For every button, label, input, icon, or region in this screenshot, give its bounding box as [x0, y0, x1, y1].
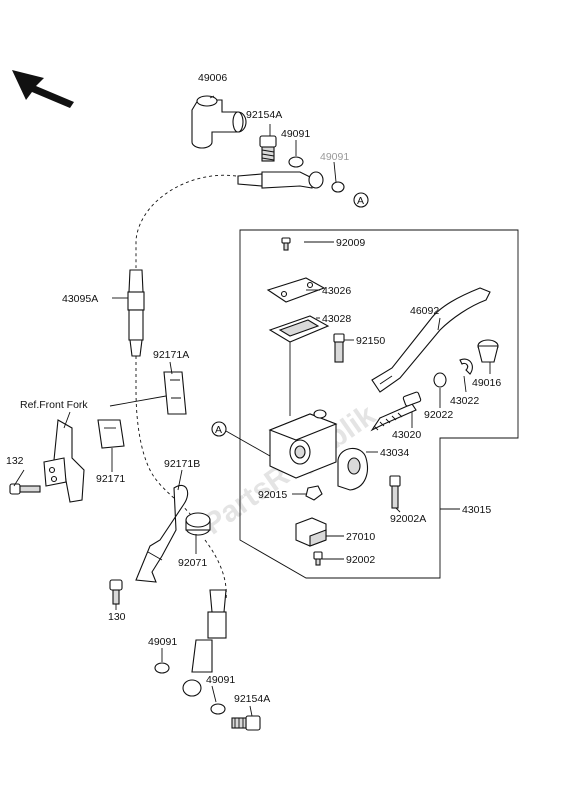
part-92002-screw — [313, 551, 323, 566]
part-46092-lever — [371, 287, 491, 393]
part-49016-boot — [477, 339, 499, 363]
part-92171B-bracket — [135, 484, 189, 583]
label-46092: 46092 — [410, 305, 439, 317]
callout-a-top: A — [357, 195, 364, 207]
label-130: 130 — [108, 611, 126, 623]
label-92009: 92009 — [336, 237, 365, 249]
part-92015-nut — [305, 485, 323, 501]
assembly-outline — [239, 229, 519, 579]
label-132: 132 — [6, 455, 24, 467]
direction-arrow — [12, 70, 74, 108]
label-92154A-bottom: 92154A — [234, 693, 270, 705]
label-92171A: 92171A — [153, 349, 189, 361]
label-49091-b1: 49091 — [148, 636, 177, 648]
part-130-bolt — [109, 579, 123, 605]
part-43026-cap — [266, 277, 326, 303]
label-43015: 43015 — [462, 504, 491, 516]
part-43020-piston — [370, 391, 422, 432]
part-27010-switch — [295, 517, 327, 547]
part-92150-bolt — [333, 333, 345, 363]
part-92171A-clamp — [163, 371, 187, 415]
label-43028: 43028 — [322, 313, 351, 325]
label-49006: 49006 — [198, 72, 227, 84]
cylinder-body — [268, 409, 338, 479]
label-92171B: 92171B — [164, 458, 200, 470]
part-92071-grommet — [185, 512, 211, 536]
label-92154A-top: 92154A — [246, 109, 282, 121]
part-49006-elbow — [191, 95, 247, 149]
label-92015: 92015 — [258, 489, 287, 501]
part-92171-clamp — [97, 419, 125, 449]
front-fork-bracket — [43, 419, 85, 503]
part-92002A-bolt — [389, 475, 401, 509]
label-43020: 43020 — [392, 429, 421, 441]
hose-upper-dash — [135, 174, 237, 268]
callout-a-left: A — [215, 424, 222, 436]
label-43034: 43034 — [380, 447, 409, 459]
part-49091-washer-b1 — [154, 662, 170, 674]
label-49091-top: 49091 — [281, 128, 310, 140]
label-92022: 92022 — [424, 409, 453, 421]
part-49091-washer-grey — [331, 181, 345, 193]
label-43022: 43022 — [450, 395, 479, 407]
part-43034-clamp — [337, 447, 368, 491]
label-92002A: 92002A — [390, 513, 426, 525]
part-43095A-hose — [127, 269, 145, 357]
label-49091-grey: 49091 — [320, 151, 349, 163]
label-43026: 43026 — [322, 285, 351, 297]
label-49091-b2: 49091 — [206, 674, 235, 686]
label-92150: 92150 — [356, 335, 385, 347]
hose-mid-dash — [135, 356, 196, 521]
label-92171: 92171 — [96, 473, 125, 485]
part-49091-washer-b2 — [210, 703, 226, 715]
label-92071: 92071 — [178, 557, 207, 569]
part-92022-washer — [433, 372, 447, 388]
hose-lower-dash — [204, 539, 227, 601]
label-49016: 49016 — [472, 377, 501, 389]
hose-end-fitting-top — [237, 171, 324, 189]
label-43095A: 43095A — [62, 293, 98, 305]
label-27010: 27010 — [346, 531, 375, 543]
part-92154A-bolt-bottom — [231, 715, 261, 731]
part-92009-screw — [281, 237, 291, 251]
callout-a-circle-left — [211, 421, 227, 437]
callout-a-circle-top — [353, 192, 369, 208]
label-ref-front-fork: Ref.Front Fork — [20, 399, 88, 411]
part-49091-washer-top — [288, 156, 304, 168]
part-43022-circlip — [459, 358, 473, 375]
part-43028-diaphragm — [268, 315, 330, 343]
label-92002: 92002 — [346, 554, 375, 566]
leader-lines — [13, 95, 491, 717]
hose-lower-fitting — [182, 589, 227, 697]
part-92154A-bolt-top — [259, 135, 277, 162]
